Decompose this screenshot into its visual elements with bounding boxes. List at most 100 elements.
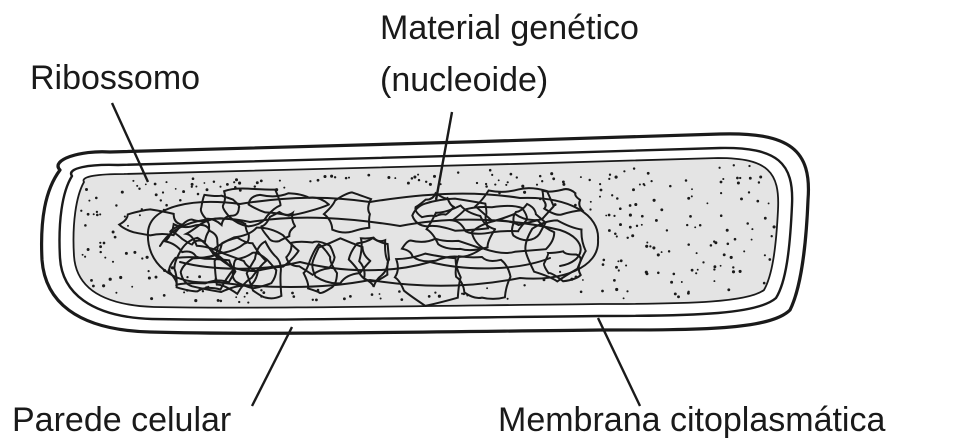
- ribosome-dot: [649, 245, 651, 247]
- ribosome-dot: [398, 290, 401, 293]
- ribosome-dot: [661, 251, 663, 253]
- ribosome-dot: [179, 199, 182, 202]
- ribosome-dot: [191, 186, 193, 188]
- ribosome-dot: [562, 180, 565, 183]
- ribosome-dot: [629, 204, 632, 207]
- ribosome-dot: [191, 183, 194, 186]
- ribosome-dot: [634, 203, 637, 206]
- ribosome-dot: [119, 276, 122, 279]
- ribosome-dot: [706, 202, 708, 204]
- ribosome-dot: [494, 184, 496, 186]
- ribosome-dot: [669, 185, 672, 188]
- ribosome-dot: [141, 257, 143, 259]
- ribosome-dot: [112, 261, 114, 263]
- ribosome-dot: [773, 225, 776, 228]
- ribosome-dot: [125, 252, 128, 255]
- ribosome-dot: [150, 297, 153, 300]
- ribosome-dot: [603, 259, 606, 262]
- ribosome-dot: [238, 182, 241, 185]
- ribosome-dot: [235, 178, 238, 181]
- ribosome-dot: [523, 284, 525, 286]
- ribosome-dot: [652, 246, 655, 249]
- ribosome-dot: [739, 270, 742, 273]
- ribosome-dot: [691, 188, 693, 190]
- ribosome-dot: [641, 215, 644, 218]
- ribosome-dot: [95, 197, 98, 200]
- ribosome-dot: [104, 257, 106, 259]
- ribosome-dot: [434, 291, 436, 293]
- ribosome-dot: [82, 254, 84, 256]
- ribosome-dot: [330, 175, 333, 178]
- ribosome-dot: [163, 294, 166, 297]
- ribosome-dot: [699, 224, 702, 227]
- ribosome-dot: [541, 180, 543, 182]
- ribosome-dot: [260, 289, 262, 291]
- ribosome-dot: [260, 180, 263, 183]
- ribosome-dot: [740, 197, 743, 200]
- ribosome-dot: [616, 235, 618, 237]
- ribosome-dot: [379, 293, 381, 295]
- ribosome-dot: [510, 173, 513, 176]
- ribosome-dot: [639, 184, 641, 186]
- ribosome-dot: [609, 174, 611, 176]
- ribosome-dot: [710, 244, 713, 247]
- ribosome-dot: [165, 204, 168, 207]
- ribosome-dot: [601, 290, 604, 293]
- ribosome-dot: [182, 190, 185, 193]
- ribosome-dot: [732, 270, 735, 273]
- ribosome-dot: [84, 224, 87, 227]
- ribosome-dot: [734, 238, 737, 241]
- ribosome-dot: [154, 183, 157, 186]
- ribosome-dot: [102, 284, 105, 287]
- ribosome-dot: [317, 179, 320, 182]
- label-membrana-citoplasmatica: Membrana citoplasmática: [498, 400, 885, 440]
- ribosome-dot: [203, 182, 205, 184]
- ribosome-dot: [590, 201, 592, 203]
- ribosome-dot: [727, 288, 730, 291]
- ribosome-dot: [99, 251, 101, 253]
- ribosome-dot: [619, 223, 622, 226]
- ribosome-dot: [485, 185, 488, 188]
- ribosome-dot: [394, 177, 396, 179]
- ribosome-dot: [349, 295, 352, 298]
- ribosome-dot: [771, 235, 773, 237]
- ribosome-dot: [613, 215, 615, 217]
- ribosome-dot: [713, 280, 715, 282]
- ribosome-dot: [668, 250, 670, 252]
- ribosome-dot: [411, 177, 414, 180]
- ribosome-dot: [589, 208, 591, 210]
- ribosome-dot: [631, 234, 634, 237]
- ribosome-dot: [646, 242, 648, 244]
- ribosome-dot: [80, 210, 82, 212]
- ribosome-dot: [99, 213, 101, 215]
- ribosome-dot: [418, 179, 420, 181]
- ribosome-dot: [155, 193, 158, 196]
- ribosome-dot: [764, 254, 766, 256]
- ribosome-dot: [720, 265, 722, 267]
- ribosome-dot: [461, 293, 463, 295]
- ribosome-dot: [726, 229, 729, 232]
- ribosome-dot: [254, 185, 256, 187]
- ribosome-dot: [146, 256, 149, 259]
- ribosome-dot: [87, 213, 90, 216]
- ribosome-dot: [580, 291, 583, 294]
- ribosome-dot: [720, 214, 723, 217]
- ribosome-dot: [312, 299, 314, 301]
- ribosome-dot: [619, 207, 622, 210]
- ribosome-dot: [246, 292, 248, 294]
- ribosome-dot: [685, 179, 688, 182]
- ribosome-dot: [88, 200, 90, 202]
- ribosome-dot: [633, 167, 635, 169]
- ribosome-dot: [611, 194, 613, 196]
- ribosome-dot: [615, 288, 618, 291]
- ribosome-dot: [756, 200, 759, 203]
- ribosome-dot: [498, 179, 500, 181]
- ribosome-dot: [608, 178, 610, 180]
- ribosome-dot: [491, 174, 493, 176]
- ribosome-dot: [733, 164, 735, 166]
- ribosome-dot: [666, 229, 668, 231]
- ribosome-dot: [90, 279, 93, 282]
- ribosome-dot: [348, 177, 350, 179]
- ribosome-dot: [145, 183, 147, 185]
- ribosome-dot: [608, 229, 611, 232]
